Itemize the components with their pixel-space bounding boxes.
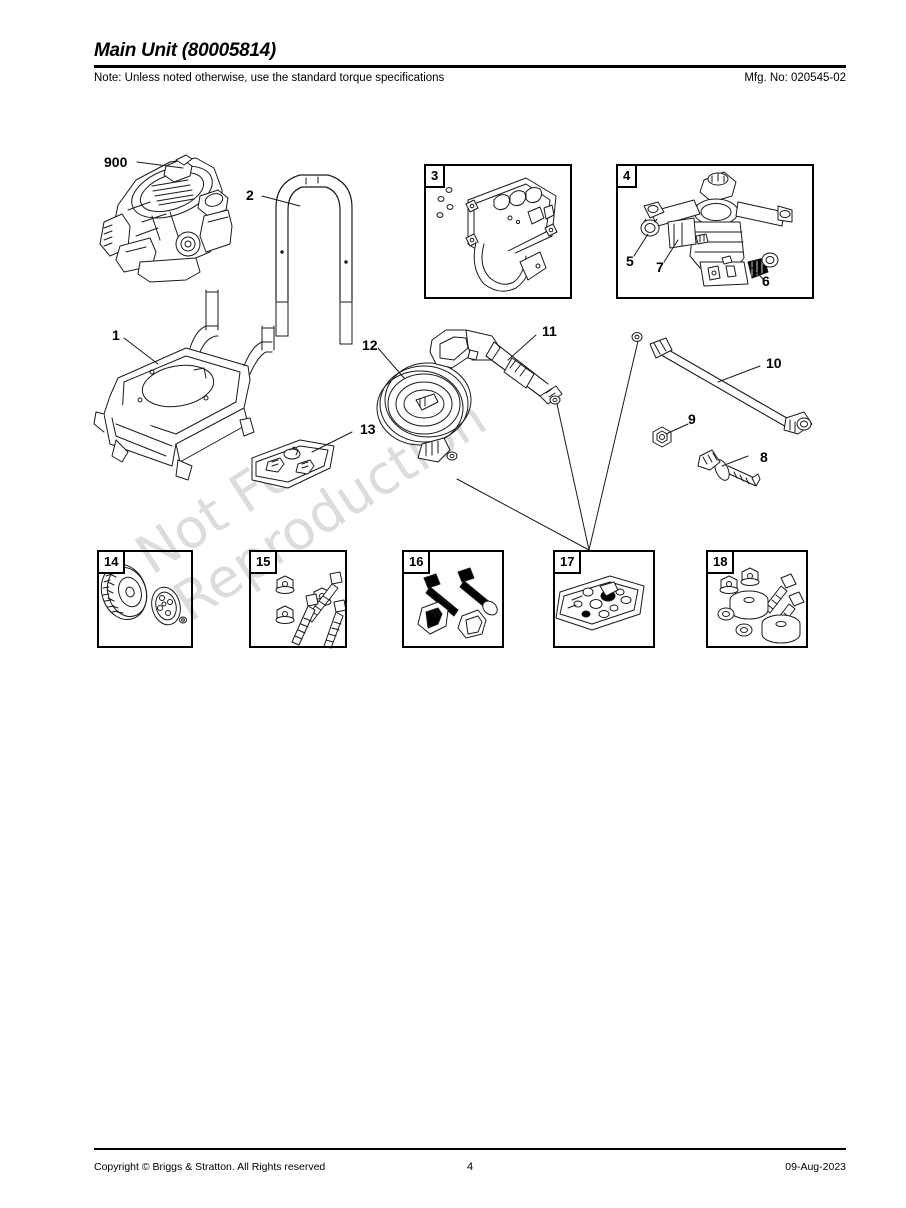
callout-2: 2 bbox=[246, 187, 254, 203]
box14-wheel-illustration bbox=[100, 564, 187, 626]
leader-8 bbox=[721, 455, 749, 467]
box4-pump-illustration bbox=[640, 171, 793, 287]
callout-11: 11 bbox=[542, 323, 557, 339]
revision-date: 09-Aug-2023 bbox=[785, 1161, 846, 1173]
box17-bag-illustration bbox=[555, 575, 645, 631]
fittings-bag-illustration bbox=[251, 439, 335, 489]
part-box-17-number: 17 bbox=[553, 550, 582, 574]
leader-12 bbox=[377, 347, 405, 379]
base-frame-illustration bbox=[93, 289, 275, 481]
callout-1: 1 bbox=[112, 327, 120, 343]
footer-divider bbox=[94, 1148, 846, 1150]
callout-13: 13 bbox=[360, 421, 376, 437]
leader-to-17-b bbox=[556, 403, 590, 551]
callout-5: 5 bbox=[626, 253, 634, 269]
spray-lance-illustration bbox=[631, 332, 813, 435]
leader-9 bbox=[665, 423, 689, 435]
part-box-18-number: 18 bbox=[706, 550, 735, 574]
copyright-text: Copyright © Briggs & Stratton. All Right… bbox=[94, 1161, 326, 1173]
spray-gun-illustration bbox=[429, 329, 563, 405]
callout-6: 6 bbox=[762, 273, 770, 289]
leader-6 bbox=[749, 265, 765, 281]
callout-900: 900 bbox=[104, 154, 128, 170]
page-title: Main Unit (80005814) bbox=[94, 40, 276, 61]
leader-13 bbox=[311, 431, 353, 453]
page-header: Main Unit (80005814) Note: Unless noted … bbox=[94, 40, 846, 84]
mfg-number: Mfg. No: 020545-02 bbox=[744, 72, 846, 84]
leader-11 bbox=[507, 334, 537, 361]
torque-note: Note: Unless noted otherwise, use the st… bbox=[94, 72, 445, 84]
leader-10 bbox=[717, 365, 761, 383]
box15-hardware-illustration bbox=[275, 571, 347, 649]
box18-hardware-illustration bbox=[717, 567, 805, 644]
part-box-15-number: 15 bbox=[249, 550, 278, 574]
callout-8: 8 bbox=[760, 449, 768, 465]
part-box-16: 16 bbox=[402, 550, 504, 648]
part-box-17: 17 bbox=[553, 550, 655, 648]
part-box-3: 3 bbox=[424, 164, 572, 299]
callout-12: 12 bbox=[362, 337, 378, 353]
page-footer: Copyright © Briggs & Stratton. All Right… bbox=[94, 1148, 846, 1173]
part-box-18: 18 bbox=[706, 550, 808, 648]
header-divider bbox=[94, 65, 846, 68]
part-box-14: 14 bbox=[97, 550, 193, 648]
part-box-4: 4 bbox=[616, 164, 814, 299]
callout-10: 10 bbox=[766, 355, 782, 371]
axle-illustration bbox=[697, 449, 761, 487]
leader-to-17-c bbox=[588, 340, 639, 551]
leader-1 bbox=[123, 337, 159, 365]
footer-row: Copyright © Briggs & Stratton. All Right… bbox=[94, 1150, 846, 1173]
leader-5 bbox=[633, 233, 649, 257]
box16-hardware-illustration bbox=[417, 567, 498, 639]
callout-7: 7 bbox=[656, 259, 664, 275]
part-box-14-number: 14 bbox=[97, 550, 126, 574]
box3-bracket-illustration bbox=[436, 177, 558, 292]
handle-illustration bbox=[275, 174, 353, 345]
page-number: 4 bbox=[466, 1161, 474, 1173]
part-box-16-number: 16 bbox=[402, 550, 431, 574]
callout-9: 9 bbox=[688, 411, 696, 427]
leader-900 bbox=[136, 161, 184, 169]
leader-2 bbox=[261, 195, 301, 207]
part-box-3-number: 3 bbox=[424, 164, 446, 188]
axle-nut-illustration bbox=[652, 426, 672, 448]
part-box-15: 15 bbox=[249, 550, 347, 648]
leader-to-17-a bbox=[456, 478, 590, 551]
engine-illustration bbox=[99, 154, 233, 283]
part-box-4-number: 4 bbox=[616, 164, 638, 188]
high-pressure-hose-illustration bbox=[376, 362, 472, 463]
leader-7 bbox=[663, 239, 679, 263]
header-subrow: Note: Unless noted otherwise, use the st… bbox=[94, 68, 846, 84]
